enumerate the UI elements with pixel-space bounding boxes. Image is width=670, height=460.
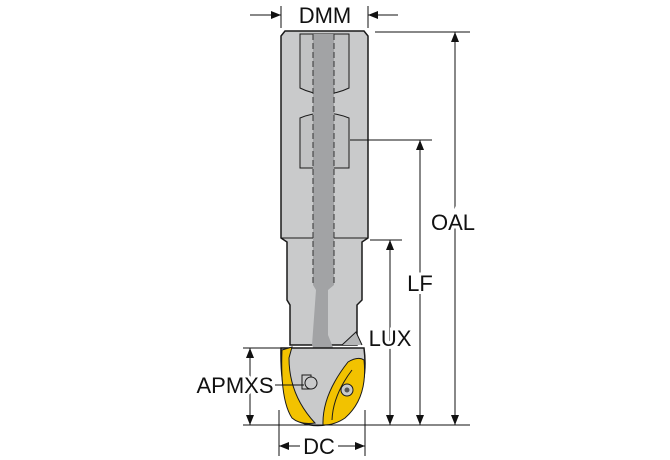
tool-body (280, 30, 369, 375)
cutting-head (280, 331, 366, 427)
coolant-channel (312, 34, 338, 375)
insert-left (281, 346, 317, 424)
lux-label: LUX (369, 326, 412, 351)
oal-label: OAL (431, 210, 475, 235)
lf-label: LF (407, 271, 433, 296)
dmm-label: DMM (299, 3, 352, 28)
apmxs-label: APMXS (196, 373, 273, 398)
dc-label: DC (303, 434, 335, 459)
dimension-lines (243, 6, 470, 456)
coolant-outlet (304, 376, 318, 390)
